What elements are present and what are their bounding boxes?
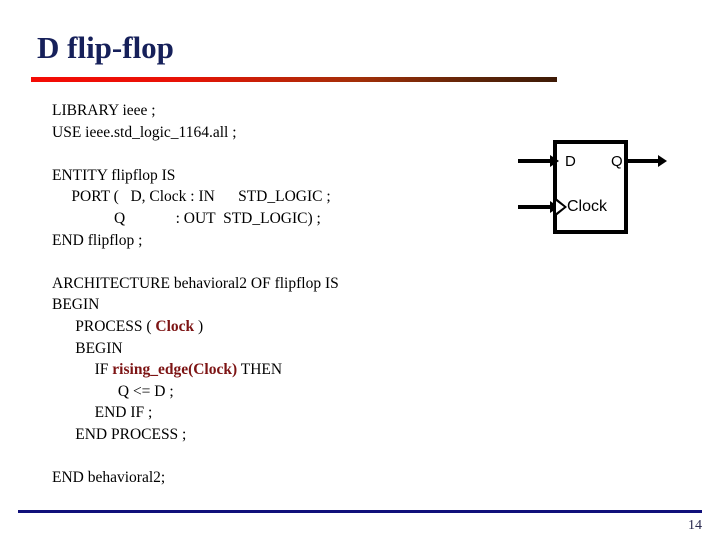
page-number: 14	[688, 518, 702, 533]
code-line-if-rising-edge: IF rising_edge(Clock) THEN	[52, 361, 283, 379]
code-line-begin-process: BEGIN	[52, 339, 123, 357]
code-line-assign: Q <= D ;	[52, 382, 174, 400]
d-input-arrow-icon	[550, 155, 559, 167]
q-output-wire	[627, 159, 660, 163]
port-label-q: Q	[611, 153, 623, 170]
code-line-begin-arch: BEGIN	[52, 296, 100, 314]
code-line-architecture: ARCHITECTURE behavioral2 OF flipflop IS	[52, 274, 339, 292]
code-line-end-if: END IF ;	[52, 404, 153, 422]
code-keyword-if-rising-edge: rising_edge(Clock)	[112, 361, 238, 379]
code-line-end-arch: END behavioral2;	[52, 469, 166, 487]
code-line-blank2	[52, 251, 482, 273]
d-input-wire	[518, 159, 552, 163]
code-line-blank3	[52, 446, 482, 468]
code-line-end-process: END PROCESS ;	[52, 425, 187, 443]
code-line-end-entity: END flipflop ;	[52, 231, 143, 249]
clock-input-arrow-icon	[550, 201, 559, 213]
vhdl-code-block: LIBRARY ieee ; USE ieee.std_logic_1164.al…	[52, 100, 482, 489]
code-line-process: PROCESS ( Clock )	[52, 317, 204, 335]
clock-edge-trigger-triangle-inner-icon	[556, 201, 564, 213]
code-line-library: LIBRARY ieee ;	[52, 102, 156, 119]
port-label-d: D	[565, 153, 576, 170]
flip-flop-body-rectangle	[553, 140, 628, 234]
code-line-port-in: PORT ( D, Clock : IN STD_LOGIC ;	[52, 188, 331, 206]
clock-input-wire	[518, 205, 552, 209]
q-output-arrow-icon	[658, 155, 667, 167]
code-keyword-process: Clock	[155, 317, 195, 335]
title-underline-rule	[31, 77, 557, 82]
code-line-use: USE ieee.std_logic_1164.all ;	[52, 123, 237, 141]
page-title: D flip-flop	[37, 30, 174, 65]
code-line-entity: ENTITY flipflop IS	[52, 166, 176, 184]
port-label-clock: Clock	[567, 198, 608, 215]
code-line-port-out: Q : OUT STD_LOGIC) ;	[52, 209, 321, 227]
footer-rule	[18, 510, 702, 513]
d-flip-flop-symbol: D Q Clock	[505, 132, 680, 247]
code-line-blank1	[52, 143, 482, 165]
